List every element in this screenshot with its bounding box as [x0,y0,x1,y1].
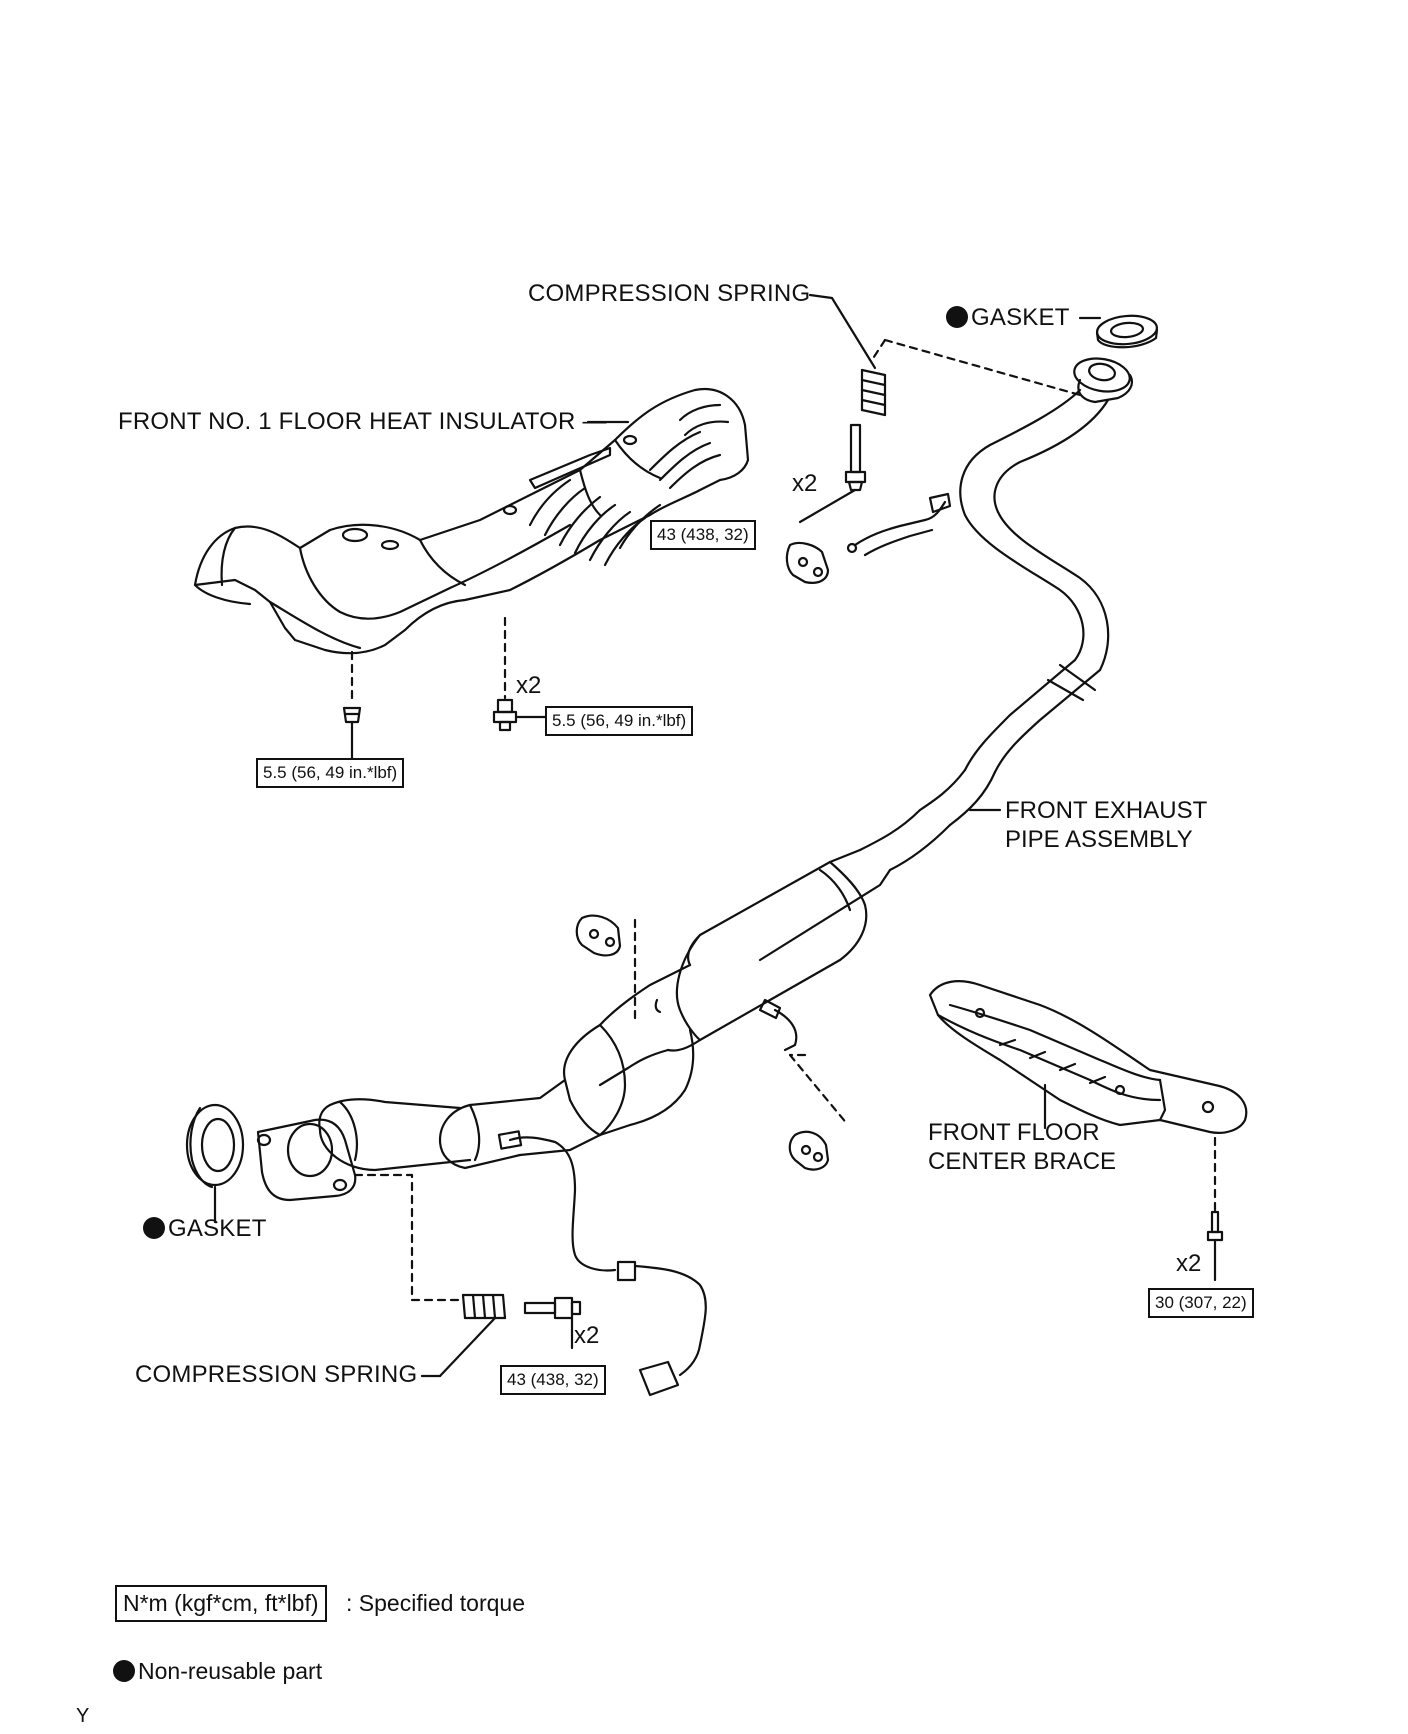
qty-brace-bolt: x2 [1176,1250,1202,1277]
center-brace-drawing [928,980,1248,1134]
front-exhaust-line2: PIPE ASSEMBLY [1005,826,1193,853]
brace-bolt-drawing [1206,1210,1224,1282]
lower-gasket-drawing [185,1103,245,1224]
gasket-top-label: GASKET [946,304,1070,332]
mid-rubber-hanger-drawing [575,914,622,957]
legend-torque-box: N*m (kgf*cm, ft*lbf) [115,1585,327,1622]
compression-spring-top-label: COMPRESSION SPRING [528,280,811,307]
nonreusable-dot-icon [143,1217,165,1239]
exhaust-pipe-drawing [256,357,1134,1397]
upper-rubber-hanger-drawing [785,541,830,584]
insulator-dash-leaders [350,616,507,702]
center-brace-line2: CENTER BRACE [928,1148,1117,1175]
qty-upper-bolt: x2 [792,470,818,497]
heat-insulator-drawing [193,387,750,655]
torque-box-insulator-bolt: 5.5 (56, 49 in.*lbf) [545,706,694,736]
center-brace-label: FRONT FLOOR CENTER BRACE [928,1118,1116,1176]
front-exhaust-line1: FRONT EXHAUST [1005,797,1208,824]
gasket-bottom-label: GASKET [143,1215,267,1243]
hanger-dash-leaders [633,918,850,1127]
front-exhaust-pipe-label: FRONT EXHAUST PIPE ASSEMBLY [1005,796,1207,854]
footer-mark: Y [76,1705,90,1727]
legend-nonreusable: Non-reusable part [113,1658,322,1685]
torque-box-upper-bolt: 43 (438, 32) [650,520,756,550]
lower-spring-dash-leader [353,1173,462,1302]
upper-gasket-drawing [1095,314,1159,349]
torque-box-lower-bolt: 43 (438, 32) [500,1365,606,1395]
torque-box-insulator-nut: 5.5 (56, 49 in.*lbf) [256,758,405,788]
torque-box-brace-bolt: 30 (307, 22) [1148,1288,1254,1318]
upper-dash-leaders [870,338,1082,397]
lower-rubber-hanger-drawing [788,1130,830,1171]
center-brace-line1: FRONT FLOOR [928,1119,1100,1146]
nonreusable-dot-icon [946,306,968,328]
insulator-bolt-drawing [492,698,547,732]
legend-torque-desc: : Specified torque [346,1590,526,1616]
lower-spring-bolt-drawing [461,1293,582,1350]
qty-insulator-bolt: x2 [516,672,542,699]
upper-spring-bolt-drawing [798,368,887,524]
insulator-nut-drawing [342,706,362,762]
heat-insulator-label: FRONT NO. 1 FLOOR HEAT INSULATOR — [118,408,607,435]
qty-lower-bolt: x2 [574,1322,600,1349]
nonreusable-dot-icon [113,1660,135,1682]
compression-spring-bottom-label: COMPRESSION SPRING [135,1361,418,1388]
label-leader-lines [420,293,1102,1378]
upper-hanger-rod-drawing [846,492,952,557]
